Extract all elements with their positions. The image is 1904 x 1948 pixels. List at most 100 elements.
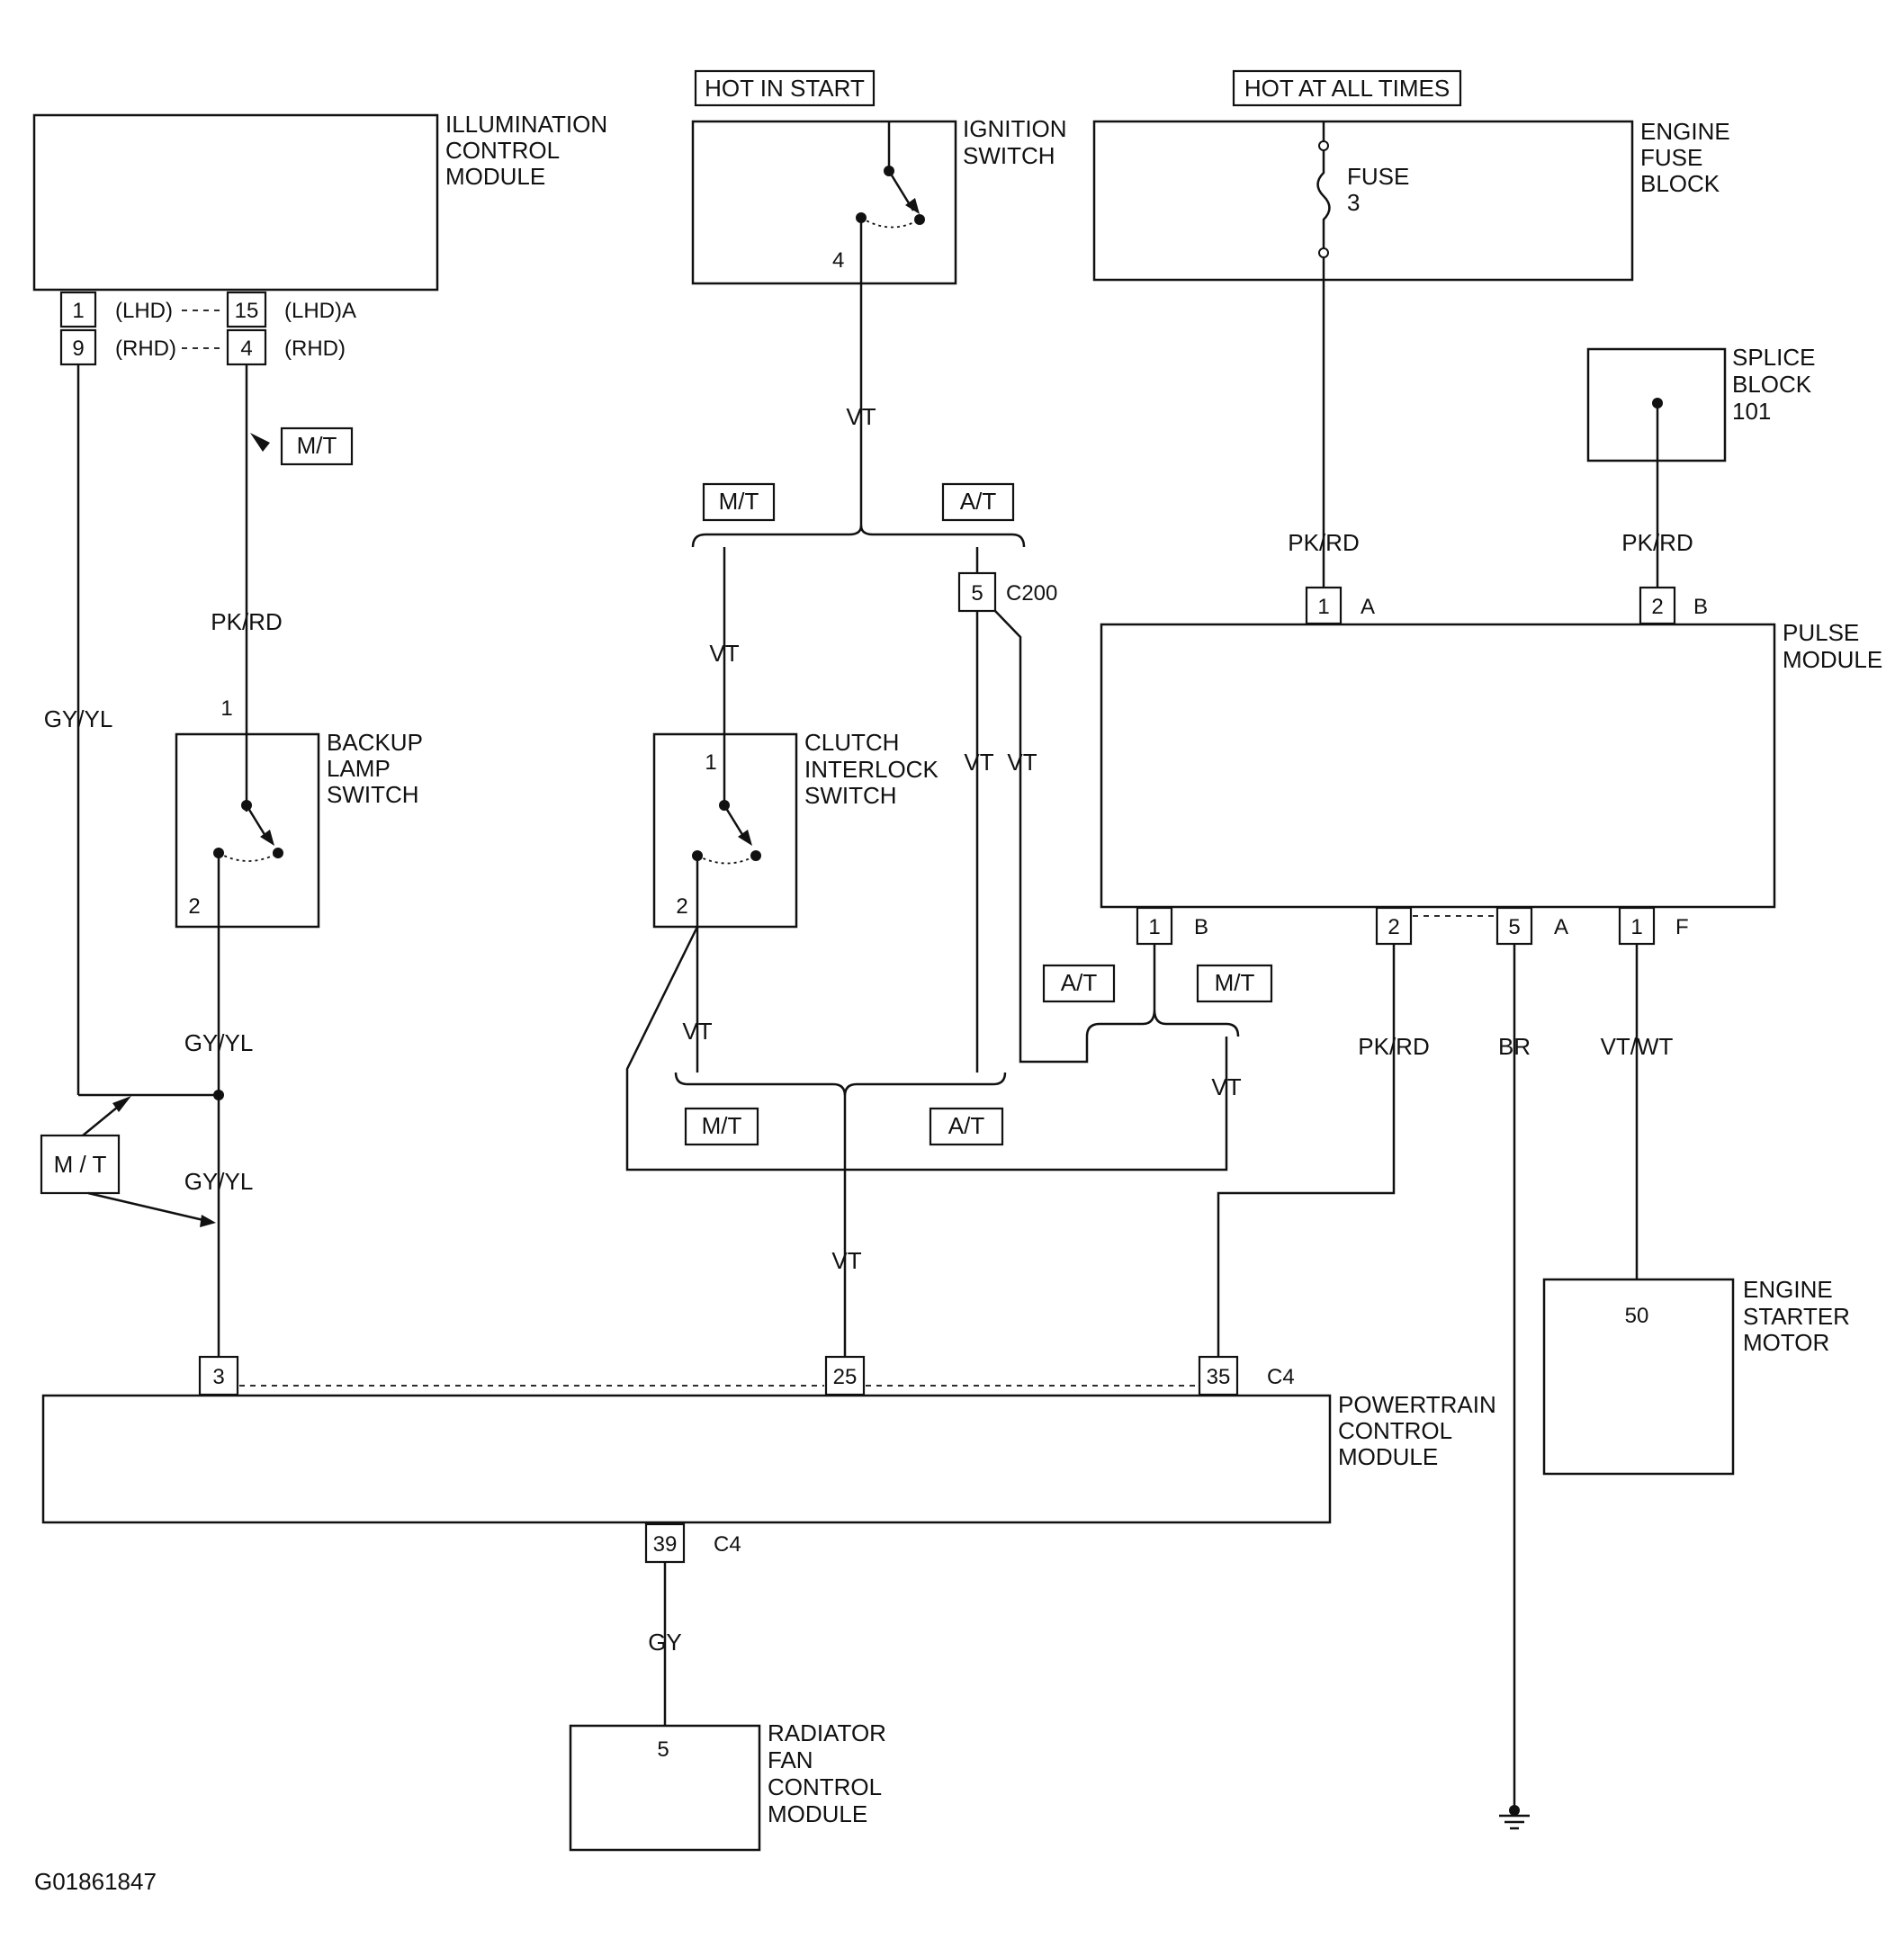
starter-label-line2: STARTER [1743, 1303, 1850, 1330]
engine-fuse-block: ENGINE FUSE BLOCK FUSE 3 [1092, 118, 1730, 282]
tag-mt-pm: M/T [1196, 964, 1273, 1003]
powertrain-control-module: POWERTRAIN CONTROL MODULE 3 25 35 C4 39 … [41, 1355, 1496, 1564]
pm-a-top-label: A [1361, 595, 1375, 619]
wire-pk-rd-splice: PK/RD [1621, 529, 1693, 556]
c200-connector: 5 C200 [957, 571, 1057, 613]
wire-pk-rd-fuse: PK/RD [1288, 529, 1359, 556]
starter-pin-50: 50 [1625, 1304, 1649, 1328]
hot-in-start-header: HOT IN START [694, 69, 876, 107]
lhd-label: (LHD) [115, 299, 173, 323]
hot-at-all-times-text: HOT AT ALL TIMES [1244, 75, 1450, 102]
wire-gy-yl-left: GY/YL [44, 705, 113, 732]
tag-at-ign: A/T [941, 482, 1015, 522]
svg-text:A/T: A/T [948, 1112, 985, 1139]
tag-mt-ign: M/T [702, 482, 776, 522]
pm-pin-1-f: 1 [1630, 915, 1642, 939]
svg-text:M / T: M / T [54, 1151, 107, 1178]
pulse-module: PULSE MODULE 1 A 2 B 1 B 2 5 A 1 F [1100, 586, 1882, 946]
pm-pin-2-top: 2 [1651, 595, 1663, 619]
hot-in-start-text: HOT IN START [705, 75, 865, 102]
pulse-label-line1: PULSE [1783, 619, 1859, 646]
wire-vt-pcm: VT [831, 1247, 861, 1274]
wire-vt-at: VT [964, 749, 993, 776]
clutch-label-line2: INTERLOCK [804, 756, 939, 783]
clutch-interlock-switch: CLUTCH INTERLOCK SWITCH 1 2 [652, 729, 939, 929]
icm-pin-4: 4 [240, 337, 252, 361]
icm-label-line3: MODULE [445, 163, 545, 190]
starter-label-line3: MOTOR [1743, 1329, 1829, 1356]
pcm-pin-3: 3 [212, 1365, 224, 1389]
lhd-a-label: (LHD)A [284, 299, 356, 323]
wire-gy: GY [648, 1629, 682, 1656]
clutch-pin-2: 2 [676, 894, 687, 919]
efb-label-line3: BLOCK [1640, 170, 1720, 197]
wire-vt-wt: VT/WT [1601, 1033, 1674, 1060]
rhd-right-label: (RHD) [284, 337, 346, 361]
pulse-label-line2: MODULE [1783, 646, 1882, 673]
clutch-label-line1: CLUTCH [804, 729, 899, 756]
icm-label-line1: ILLUMINATION [445, 111, 607, 138]
tag-mt-pcm: M/T [684, 1107, 759, 1146]
radiator-fan-control-module: 5 RADIATOR FAN CONTROL MODULE [569, 1719, 886, 1852]
pm-pin-5: 5 [1508, 915, 1520, 939]
wire-gy-yl-backup: GY/YL [184, 1029, 254, 1056]
wire-pk-rd-pcm: PK/RD [1358, 1033, 1429, 1060]
svg-text:M/T: M/T [297, 432, 337, 459]
rhd-label: (RHD) [115, 337, 176, 361]
ground-icon [1499, 1805, 1530, 1830]
pcm-pin-35: 35 [1207, 1365, 1231, 1389]
hot-at-all-times-header: HOT AT ALL TIMES [1232, 69, 1462, 107]
backup-pin-2: 2 [188, 894, 200, 919]
icm-label-line2: CONTROL [445, 137, 560, 164]
c4-bottom-label: C4 [714, 1532, 741, 1557]
splice-block-101: SPLICE BLOCK 101 [1586, 344, 1816, 462]
ign-label-line1: IGNITION [963, 115, 1067, 142]
backup-lamp-switch: BACKUP LAMP SWITCH 2 [175, 729, 423, 929]
backup-label-line3: SWITCH [327, 781, 419, 808]
pm-b-bottom-label: B [1194, 915, 1208, 939]
svg-text:A/T: A/T [1061, 969, 1098, 996]
wire-vt-at2: VT [1007, 749, 1037, 776]
radiator-label-line2: FAN [768, 1746, 813, 1773]
mt-backup-arrow [250, 433, 270, 452]
tag-at-pm: A/T [1042, 964, 1116, 1003]
tag-mt-backup: M/T [280, 426, 354, 466]
backup-label-line1: BACKUP [327, 729, 423, 756]
svg-text:A/T: A/T [960, 488, 997, 515]
pm-a-bottom-label: A [1554, 915, 1568, 939]
wire-vt-ign: VT [846, 403, 876, 430]
starter-label-line1: ENGINE [1743, 1276, 1833, 1303]
efb-label-line2: FUSE [1640, 144, 1702, 171]
pm-pin-1-b: 1 [1148, 915, 1160, 939]
pm-pin-2: 2 [1388, 915, 1399, 939]
efb-label-line1: ENGINE [1640, 118, 1730, 145]
backup-pin-1: 1 [220, 696, 232, 721]
svg-text:M/T: M/T [702, 1112, 742, 1139]
wire-vt-mt: VT [709, 640, 739, 667]
wire-br: BR [1498, 1033, 1531, 1060]
fuse-number: 3 [1347, 189, 1360, 216]
wire-pk-rd-backup: PK/RD [211, 608, 282, 635]
c200-label: C200 [1006, 581, 1057, 606]
radiator-label-line1: RADIATOR [768, 1719, 886, 1746]
diagram-id: G01861847 [34, 1868, 157, 1895]
wire-gy-yl-pcm: GY/YL [184, 1168, 254, 1195]
illumination-control-module: ILLUMINATION CONTROL MODULE [32, 111, 607, 292]
icm-connector: 1 9 15 4 (LHD) (RHD) (LHD)A (RHD) [59, 291, 356, 366]
splice-label-line1: SPLICE [1732, 344, 1816, 371]
pcm-label-line3: MODULE [1338, 1443, 1438, 1470]
backup-label-line2: LAMP [327, 755, 391, 782]
clutch-label-line3: SWITCH [804, 782, 897, 809]
ignition-switch: IGNITION SWITCH 4 [691, 115, 1067, 285]
ign-pin-4: 4 [832, 248, 844, 273]
pcm-pin-25: 25 [833, 1365, 858, 1389]
radiator-label-line3: CONTROL [768, 1773, 882, 1800]
radiator-pin-5: 5 [657, 1737, 669, 1762]
pm-b-top-label: B [1693, 595, 1708, 619]
pm-f-bottom-label: F [1675, 915, 1689, 939]
pcm-label-line1: POWERTRAIN [1338, 1391, 1496, 1418]
wire-vt-clutch: VT [682, 1018, 712, 1045]
pcm-label-line2: CONTROL [1338, 1417, 1452, 1444]
wire-vt-right: VT [1211, 1073, 1241, 1100]
